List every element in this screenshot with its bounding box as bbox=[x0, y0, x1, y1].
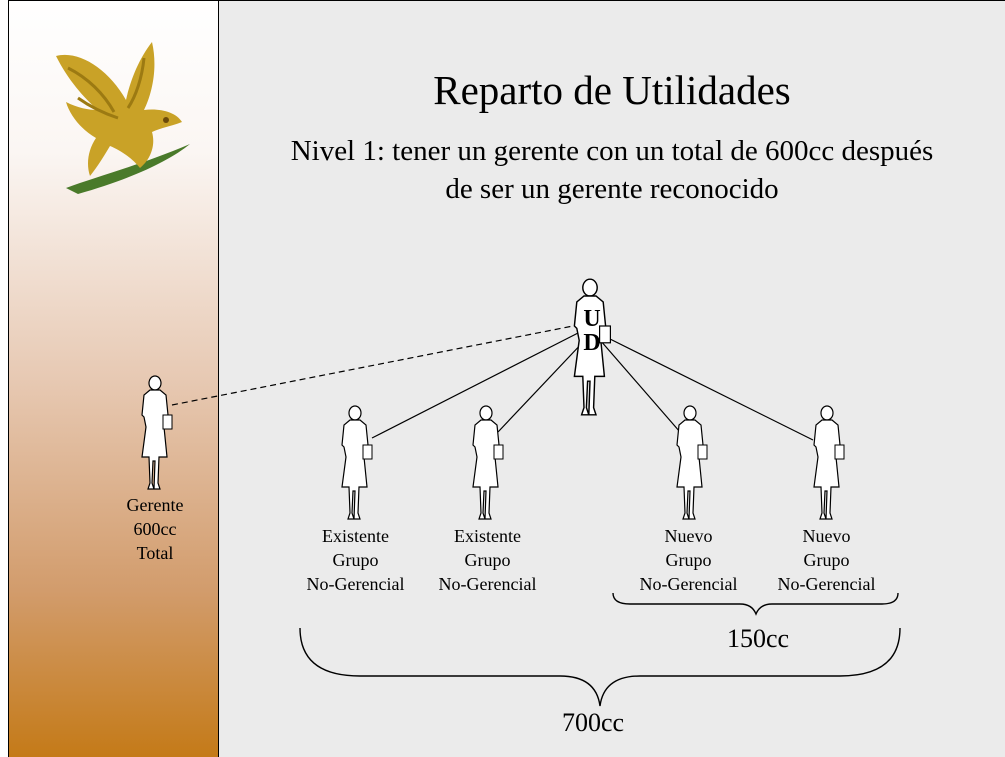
group-label-2: Existente Grupo No-Gerencial bbox=[425, 524, 550, 596]
group-1-line-2: Grupo bbox=[332, 550, 379, 570]
group-2-line-3: No-Gerencial bbox=[438, 574, 537, 594]
group-person-figure-4 bbox=[813, 405, 845, 520]
manager-label-line-2: 600cc bbox=[133, 519, 177, 539]
group-2-line-2: Grupo bbox=[464, 550, 511, 570]
manager-person-figure bbox=[141, 375, 173, 490]
eagle-logo-icon bbox=[56, 42, 190, 194]
group-person-figure-2 bbox=[472, 405, 504, 520]
total-all-groups: 700cc bbox=[562, 708, 625, 737]
group-2-line-1: Existente bbox=[454, 526, 521, 546]
group-3-line-2: Grupo bbox=[665, 550, 712, 570]
brace-all-groups bbox=[299, 627, 901, 707]
link-group-3 bbox=[599, 339, 681, 433]
subtitle-line-1: Nivel 1: tener un gerente con un total d… bbox=[290, 135, 934, 167]
slide-background bbox=[219, 0, 1005, 757]
group-person-figure-3 bbox=[676, 405, 708, 520]
group-1-line-3: No-Gerencial bbox=[306, 574, 405, 594]
group-label-3: Nuevo Grupo No-Gerencial bbox=[626, 524, 751, 596]
group-4-line-3: No-Gerencial bbox=[777, 574, 876, 594]
top-person-letter-d: D bbox=[583, 330, 600, 356]
link-group-4 bbox=[603, 335, 814, 441]
group-4-line-2: Grupo bbox=[803, 550, 850, 570]
slide-title: Reparto de Utilidades bbox=[433, 67, 791, 113]
group-3-line-3: No-Gerencial bbox=[639, 574, 738, 594]
group-1-line-1: Existente bbox=[322, 526, 389, 546]
manager-label-line-1: Gerente bbox=[126, 495, 184, 515]
slide-subtitle: Nivel 1: tener un gerente con un total d… bbox=[219, 132, 1005, 208]
dashed-link-manager bbox=[171, 324, 579, 406]
manager-label-line-3: Total bbox=[136, 543, 174, 563]
group-4-line-1: Nuevo bbox=[802, 526, 851, 546]
group-person-figure-1 bbox=[341, 405, 373, 520]
group-label-1: Existente Grupo No-Gerencial bbox=[293, 524, 418, 596]
link-group-2 bbox=[497, 339, 586, 433]
top-person-letter-u: U bbox=[583, 306, 600, 332]
group-label-4: Nuevo Grupo No-Gerencial bbox=[764, 524, 889, 596]
manager-label: Gerente 600cc Total bbox=[105, 493, 205, 565]
link-group-1 bbox=[371, 331, 581, 439]
subtitle-line-2: de ser un gerente reconocido bbox=[445, 173, 779, 205]
group-3-line-1: Nuevo bbox=[664, 526, 713, 546]
total-new-groups: 150cc bbox=[727, 624, 790, 653]
brace-new-groups bbox=[612, 592, 899, 616]
